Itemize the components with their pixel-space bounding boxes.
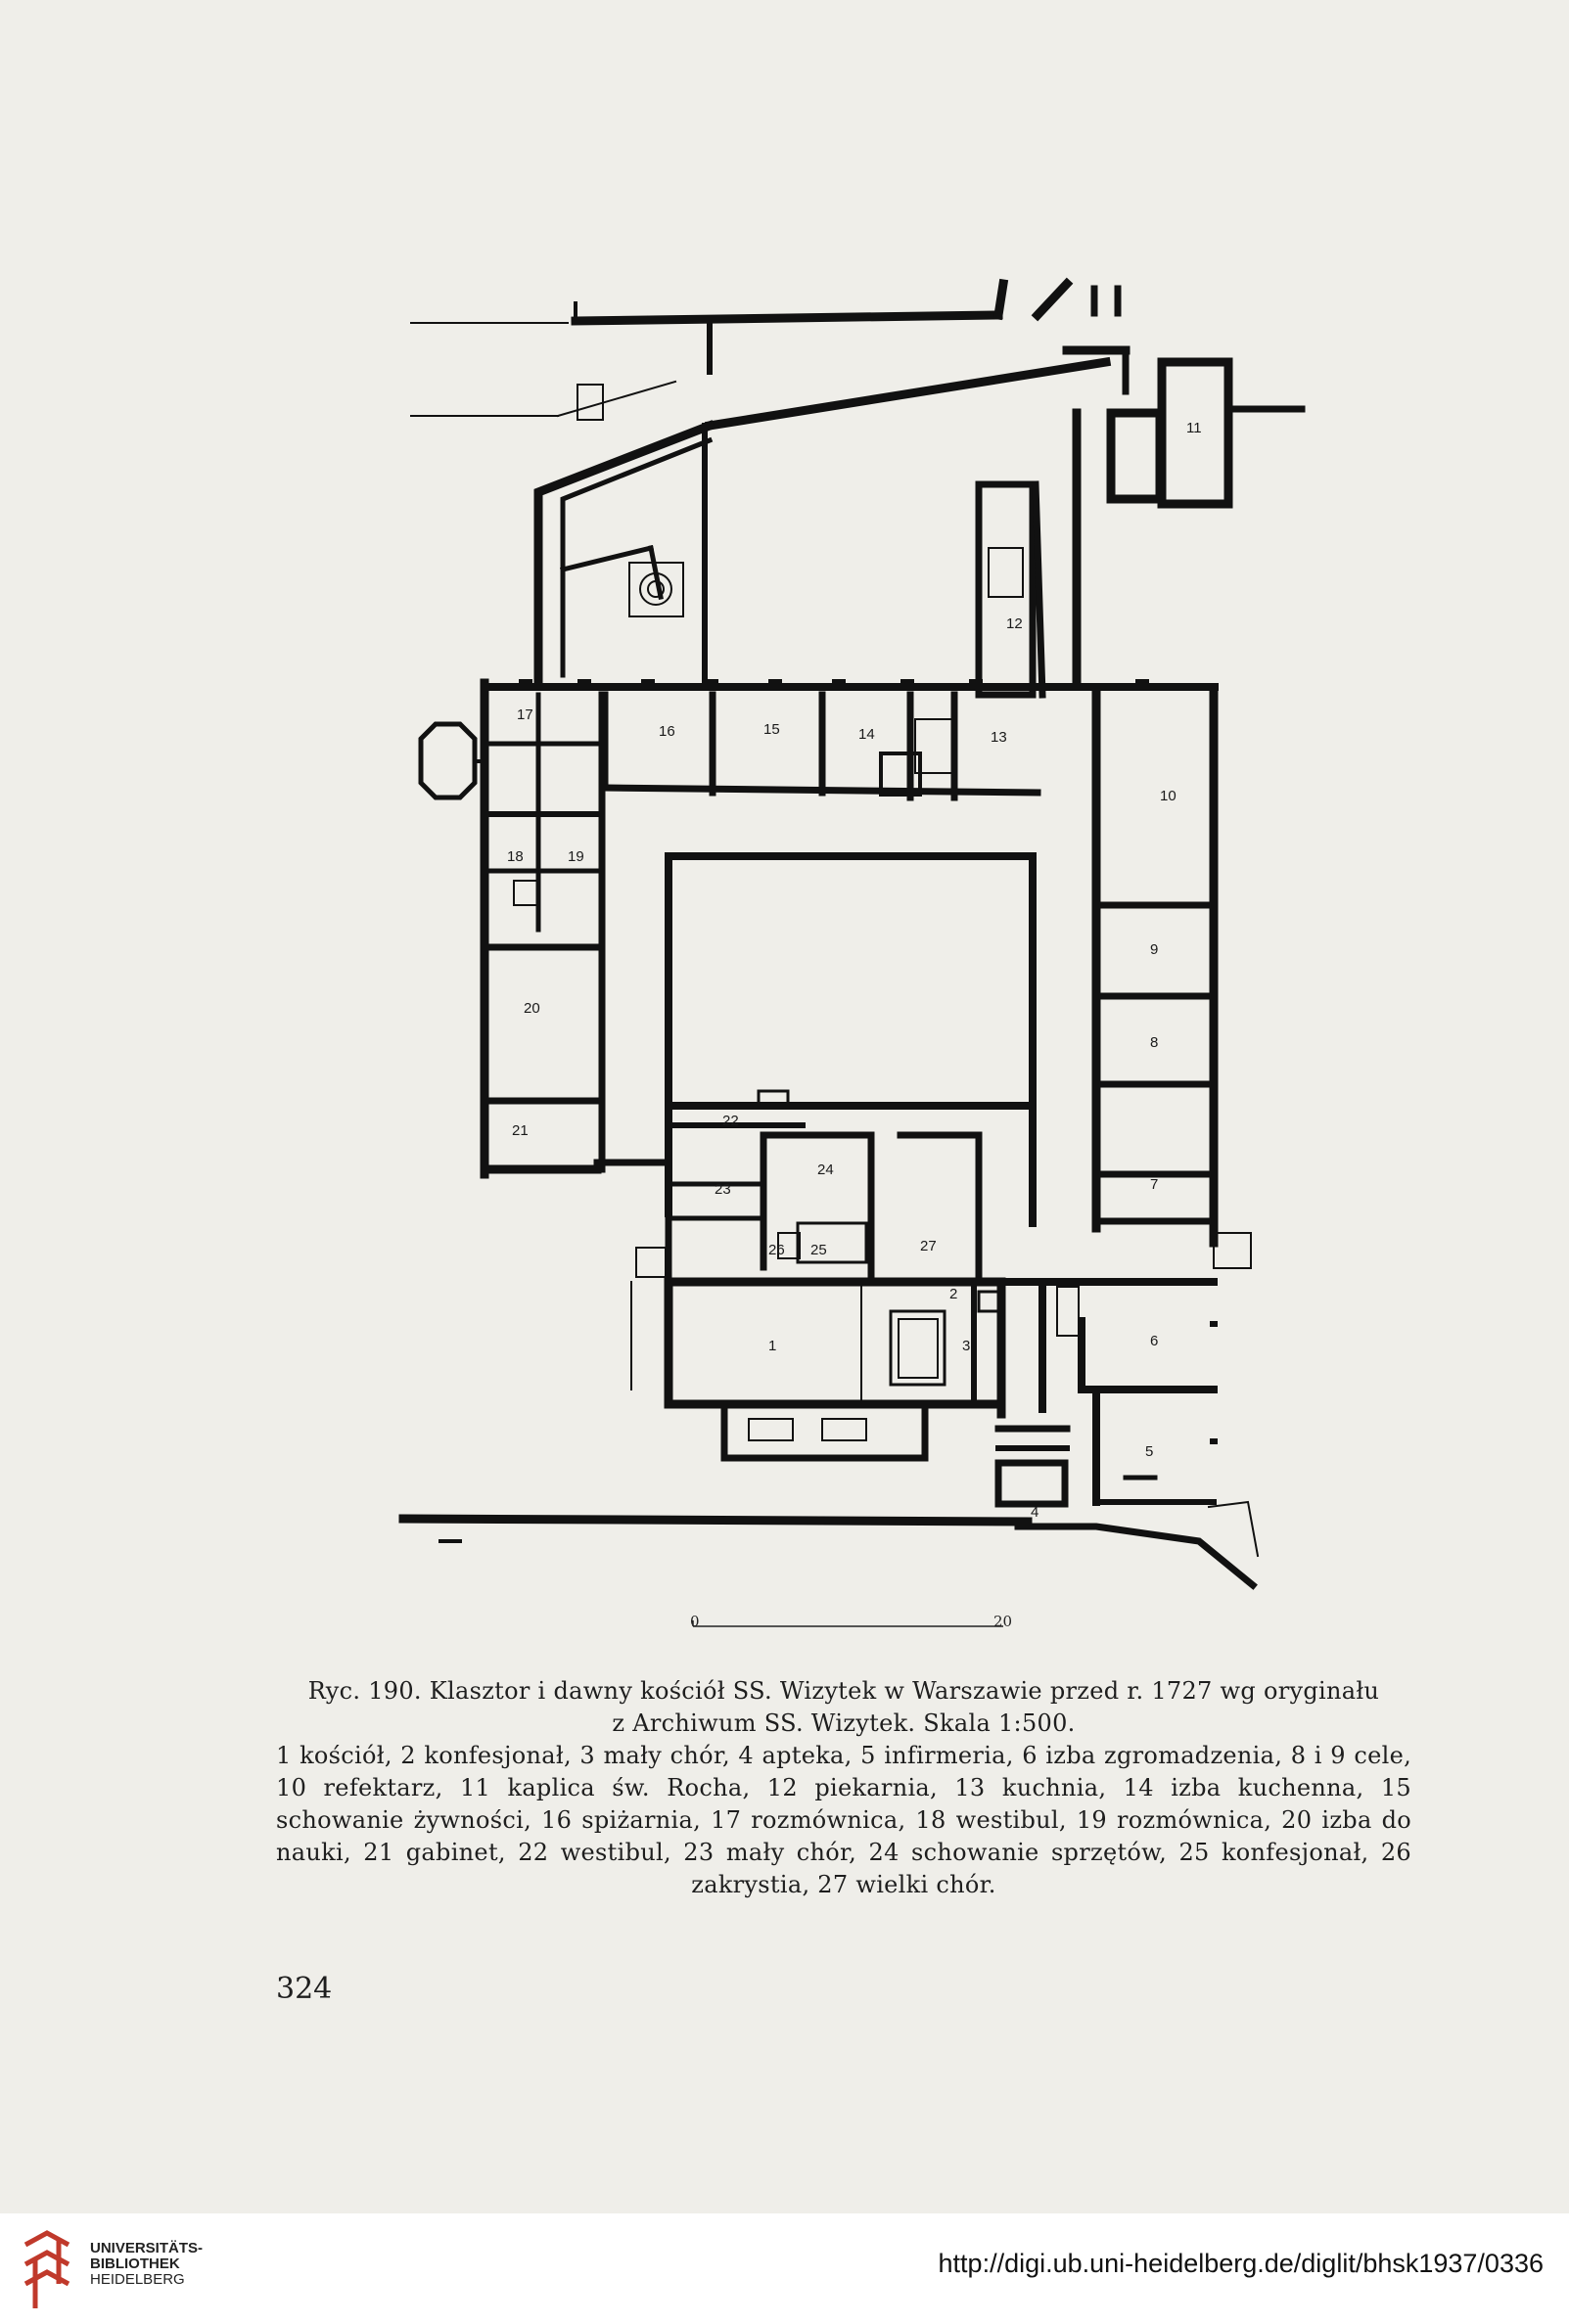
logo-line-1: UNIVERSITÄTS- bbox=[90, 2240, 204, 2256]
room-number-16: 16 bbox=[659, 723, 675, 740]
room-number-7: 7 bbox=[1150, 1176, 1158, 1193]
room-number-27: 27 bbox=[920, 1238, 937, 1254]
room-number-4: 4 bbox=[1031, 1504, 1038, 1521]
room-number-6: 6 bbox=[1150, 1333, 1158, 1349]
room-number-3: 3 bbox=[962, 1338, 970, 1354]
room-number-26: 26 bbox=[768, 1242, 785, 1258]
floor-plan-figure: 1234567891011121314151617181920212223242… bbox=[398, 277, 1306, 1590]
scale-bar bbox=[692, 1620, 1003, 1627]
scale-label-start: 0 bbox=[690, 1613, 700, 1630]
room-number-18: 18 bbox=[507, 848, 524, 865]
caption-title-line2: z Archiwum SS. Wizytek. Skala 1:500. bbox=[612, 1709, 1076, 1737]
caption-legend: 1 kościół, 2 konfesjonał, 3 mały chór, 4… bbox=[276, 1742, 1411, 1898]
permalink-url[interactable]: http://digi.ub.uni-heidelberg.de/diglit/… bbox=[938, 2249, 1544, 2278]
room-number-22: 22 bbox=[722, 1113, 739, 1129]
room-number-21: 21 bbox=[512, 1122, 529, 1139]
room-number-9: 9 bbox=[1150, 941, 1158, 958]
footer-bar: UNIVERSITÄTS- BIBLIOTHEK HEIDELBERG http… bbox=[0, 2213, 1569, 2324]
page-number: 324 bbox=[276, 1972, 333, 2006]
room-number-25: 25 bbox=[810, 1242, 827, 1258]
room-number-15: 15 bbox=[763, 721, 780, 738]
scale-label-end: 20 bbox=[993, 1613, 1013, 1630]
room-number-11: 11 bbox=[1186, 420, 1202, 436]
room-number-17: 17 bbox=[517, 706, 533, 723]
room-number-1: 1 bbox=[768, 1338, 776, 1354]
room-number-19: 19 bbox=[568, 848, 584, 865]
logo-line-3: HEIDELBERG bbox=[90, 2271, 185, 2288]
library-logo-text: UNIVERSITÄTS- BIBLIOTHEK HEIDELBERG bbox=[90, 2241, 203, 2288]
room-number-23: 23 bbox=[715, 1181, 731, 1198]
room-number-12: 12 bbox=[1006, 615, 1023, 632]
room-number-10: 10 bbox=[1160, 788, 1177, 804]
room-number-24: 24 bbox=[817, 1162, 834, 1178]
logo-line-2: BIBLIOTHEK bbox=[90, 2256, 180, 2272]
caption-title-line1: Ryc. 190. Klasztor i dawny kościół SS. W… bbox=[307, 1677, 1380, 1705]
room-number-13: 13 bbox=[991, 729, 1007, 746]
room-number-5: 5 bbox=[1145, 1443, 1153, 1460]
room-number-2: 2 bbox=[949, 1286, 957, 1302]
room-number-14: 14 bbox=[858, 726, 875, 743]
room-number-8: 8 bbox=[1150, 1034, 1158, 1051]
room-number-20: 20 bbox=[524, 1000, 540, 1017]
library-logo-icon bbox=[23, 2230, 70, 2308]
figure-caption: Ryc. 190. Klasztor i dawny kościół SS. W… bbox=[276, 1675, 1411, 1901]
